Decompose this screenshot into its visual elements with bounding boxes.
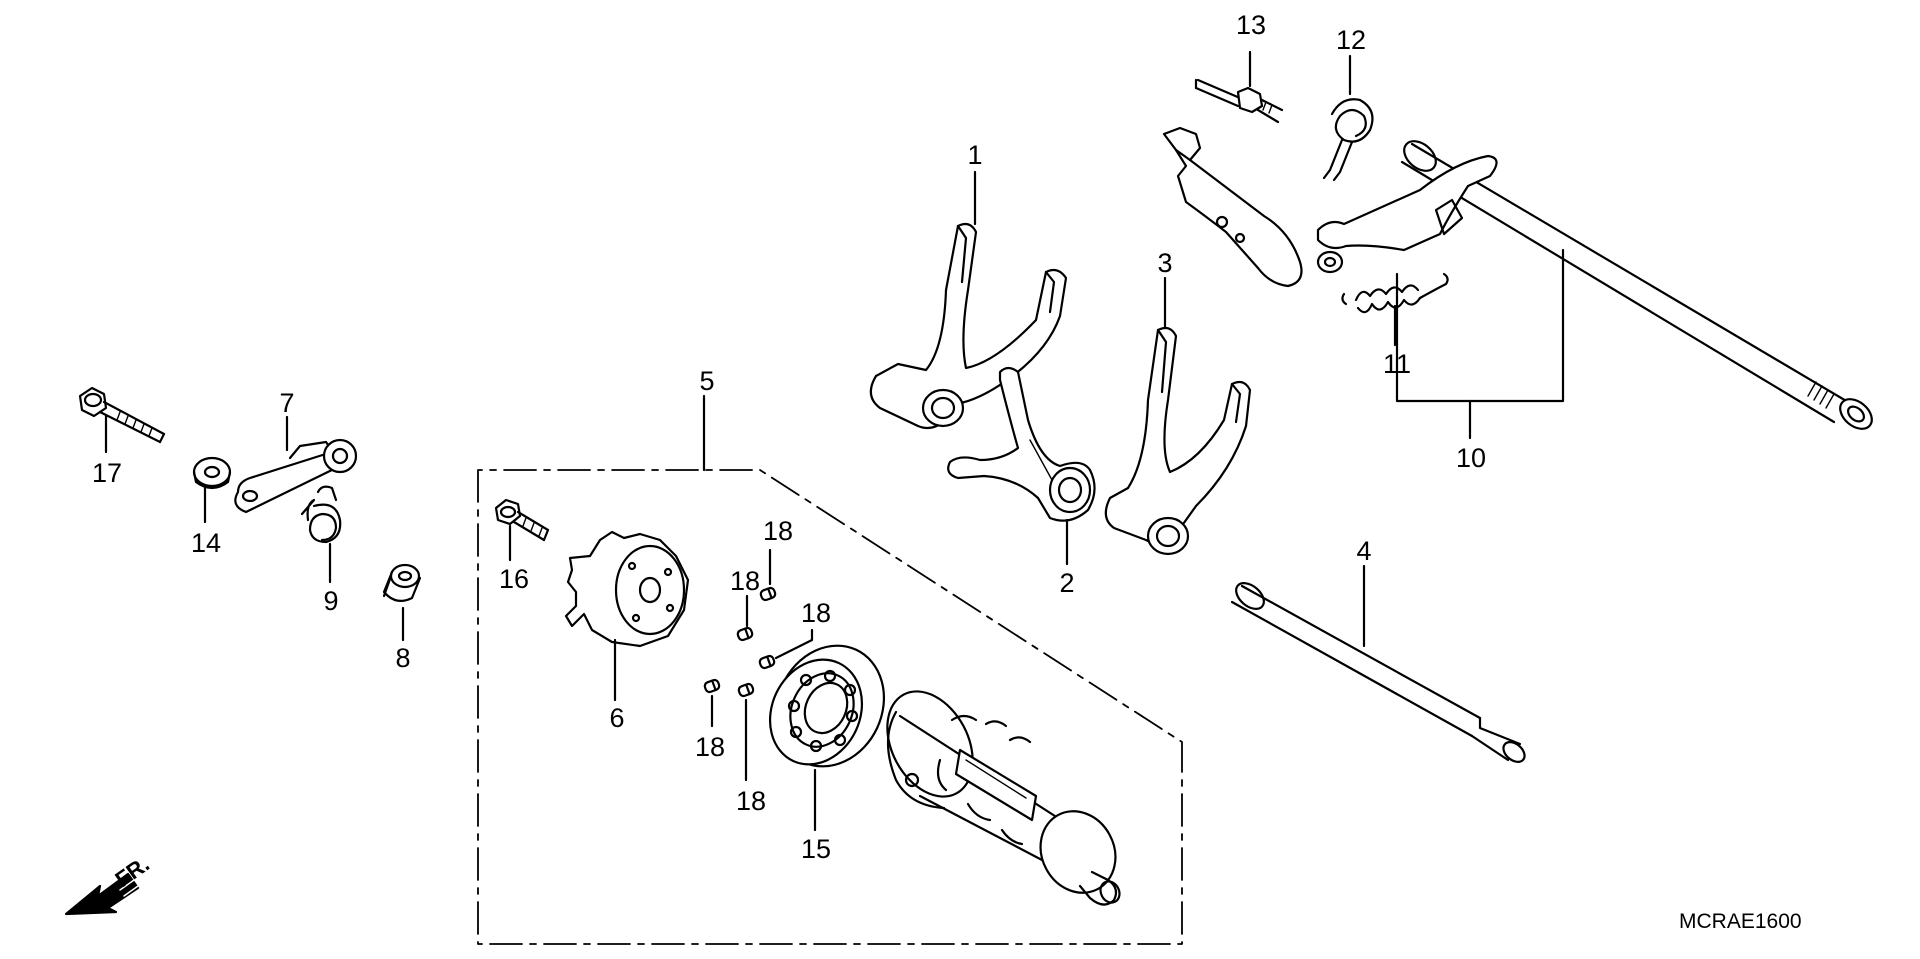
callout-labels: 1 2 3 4 5 6 7 8 9 10 11 12 13 14 15 16 1… (92, 10, 1802, 933)
callout-17: 17 (92, 458, 122, 488)
callout-6: 6 (609, 703, 624, 733)
part-2-shift-fork (947, 366, 1096, 522)
part-12-spring (1322, 98, 1374, 182)
shift-drum (886, 690, 1121, 906)
callout-8: 8 (395, 643, 410, 673)
callout-14: 14 (191, 528, 221, 558)
part-15-bearing (768, 644, 886, 768)
callout-18d: 18 (695, 732, 725, 762)
callout-18c: 18 (801, 598, 831, 628)
callout-18b: 18 (730, 566, 760, 596)
part-16-bolt (494, 498, 550, 542)
callout-13: 13 (1236, 10, 1266, 40)
part-6-drum-center (564, 530, 690, 648)
part-8-collar (382, 563, 422, 603)
callout-7: 7 (279, 388, 294, 418)
callout-11: 11 (1383, 349, 1411, 379)
part-11-spring (1341, 272, 1449, 314)
part-9-spring (300, 485, 342, 544)
part-3-shift-fork (1104, 326, 1252, 556)
part-13-bolt (1194, 78, 1284, 124)
callout-2: 2 (1059, 568, 1074, 598)
callout-4: 4 (1356, 536, 1371, 566)
callout-18a: 18 (763, 516, 793, 546)
callout-15: 15 (801, 834, 831, 864)
callout-16: 16 (499, 564, 529, 594)
assembly-5-outline (477, 469, 1183, 945)
part-17-bolt (78, 386, 166, 444)
leader-10-bracket (1395, 248, 1565, 403)
part-1-shift-fork (869, 222, 1068, 430)
part-7-stopper-arm (234, 438, 358, 514)
diagram-code: MCRAE1600 (1679, 910, 1802, 933)
callout-18e: 18 (736, 786, 766, 816)
front-arrow-icon (64, 872, 140, 916)
callout-1: 1 (967, 140, 982, 170)
part-10-shift-spindle (1162, 126, 1873, 430)
callout-3: 3 (1157, 248, 1172, 278)
callout-12: 12 (1336, 25, 1366, 55)
part-4-fork-shaft (1230, 582, 1526, 763)
callout-9: 9 (323, 586, 338, 616)
part-14-washer (192, 456, 232, 490)
leader-18c (774, 628, 814, 660)
callout-5: 5 (699, 366, 714, 396)
callout-10: 10 (1456, 443, 1486, 473)
part-18-pins (703, 586, 777, 698)
